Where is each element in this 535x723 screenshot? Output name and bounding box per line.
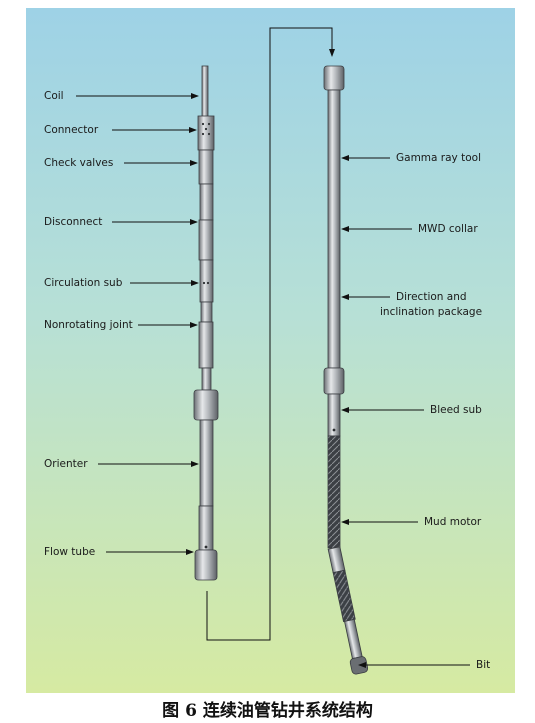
top-sub xyxy=(323,65,345,91)
right-labels: Gamma ray tool MWD collar Direction and … xyxy=(341,152,490,671)
label-coil: Coil xyxy=(44,90,64,102)
mud-motor-body xyxy=(327,435,341,549)
label-nonrotating-joint: Nonrotating joint xyxy=(44,319,133,331)
label-gamma-ray-tool: Gamma ray tool xyxy=(396,152,481,164)
circulation-sub-section xyxy=(199,259,214,303)
bleed-port xyxy=(332,428,336,432)
label-check-valves: Check valves xyxy=(44,157,113,169)
coil-tube xyxy=(201,65,209,119)
orienter-collar xyxy=(193,389,219,421)
connector-section xyxy=(197,115,215,151)
nonrotating-joint-section xyxy=(198,321,214,369)
connection-path xyxy=(206,27,335,641)
right-tool-string xyxy=(323,65,369,675)
disconnect-section xyxy=(198,219,214,261)
flow-tube-end xyxy=(194,549,218,581)
label-connector: Connector xyxy=(44,124,99,136)
mwd-collar-body xyxy=(327,89,341,369)
connector-dots xyxy=(201,122,211,549)
label-bleed-sub: Bleed sub xyxy=(430,404,482,416)
drilling-system-diagram: Coil Connector Check valves Disconnect C… xyxy=(26,8,515,693)
label-mwd-collar: MWD collar xyxy=(418,223,478,235)
left-tool-string xyxy=(193,65,219,581)
label-flow-tube: Flow tube xyxy=(44,546,95,558)
left-labels: Coil Connector Check valves Disconnect C… xyxy=(44,90,199,558)
label-circulation-sub: Circulation sub xyxy=(44,277,123,289)
label-mud-motor: Mud motor xyxy=(424,516,482,528)
label-orienter: Orienter xyxy=(44,458,88,470)
label-disconnect: Disconnect xyxy=(44,216,102,228)
label-direction-line1: Direction and xyxy=(396,291,467,303)
bleed-sub-collar xyxy=(323,367,345,395)
orienter-body xyxy=(199,419,214,507)
flow-tube-section xyxy=(198,505,214,551)
label-bit: Bit xyxy=(476,659,490,671)
label-direction-line2: inclination package xyxy=(380,306,482,318)
figure-caption: 图 6 连续油管钻井系统结构 xyxy=(162,701,373,721)
